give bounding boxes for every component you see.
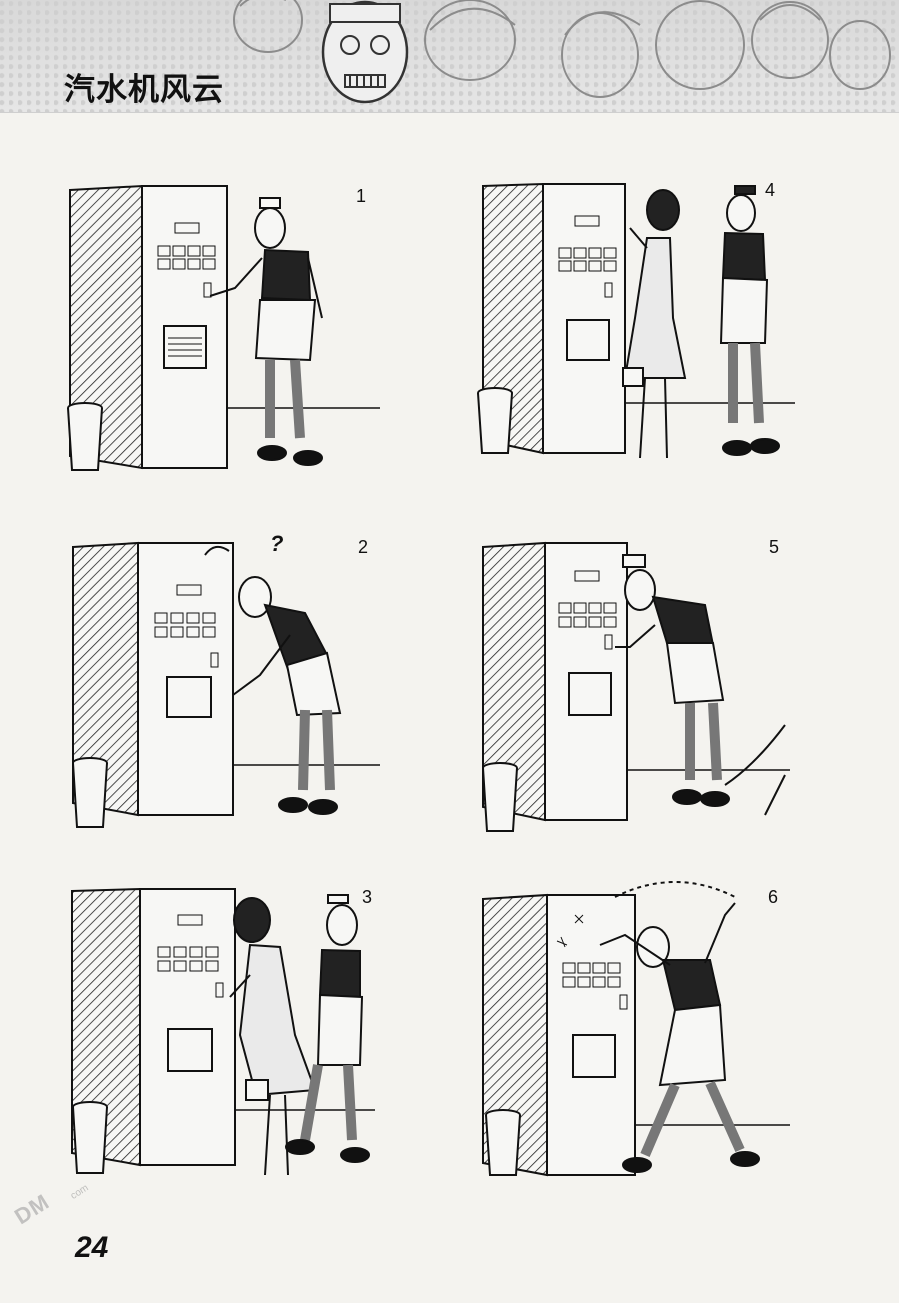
header-faces-illustration (233, 0, 891, 104)
panel-number-6: 6 (768, 887, 779, 907)
comic-panel-2: ? 2 (65, 531, 395, 845)
page-title: 汽水机风云 (64, 72, 224, 108)
trash-can-icon (72, 757, 108, 828)
comic-panel-1: 1 (60, 178, 390, 488)
question-mark: ? (270, 531, 284, 556)
man-figure-icon (719, 185, 780, 456)
panel-5-illustration (482, 541, 790, 832)
comic-panel-3: 3 (60, 885, 390, 1195)
panel-number-5: 5 (769, 537, 780, 557)
panel-6-illustration (482, 881, 790, 1177)
panel-3-illustration (71, 887, 375, 1176)
comic-panel-5: 5 (475, 535, 805, 845)
panel-number-4: 4 (765, 180, 776, 200)
trash-can-icon (482, 762, 518, 832)
vending-machine-icon (72, 541, 234, 817)
page-number: 24 (75, 1231, 109, 1264)
trash-can-icon (72, 1101, 108, 1174)
vending-machine-icon (482, 182, 626, 455)
vending-machine-icon (71, 887, 236, 1167)
panel-number-1: 1 (356, 186, 367, 206)
panel-number-3: 3 (362, 887, 373, 907)
vending-machine-icon (482, 893, 636, 1177)
page-header-banner: 汽水机风云 (0, 0, 899, 113)
trash-can-icon (485, 1109, 521, 1176)
trash-can-icon (477, 387, 513, 454)
comic-panel-6: 6 (475, 881, 805, 1195)
panel-4-illustration (477, 182, 795, 459)
man-figure-icon (285, 894, 370, 1163)
woman-figure-icon (622, 189, 687, 459)
comic-panel-4: 4 (475, 178, 805, 488)
panel-number-2: 2 (358, 537, 369, 557)
watermark-domain-text: com (68, 1182, 91, 1202)
man-figure-icon (599, 881, 760, 1173)
trash-can-icon (67, 402, 103, 471)
vending-machine-icon (482, 541, 628, 822)
watermark-logo-text: DM (10, 1188, 54, 1230)
panel-2-illustration (72, 541, 380, 828)
panel-1-illustration (67, 184, 380, 471)
man-figure-icon (615, 554, 730, 807)
vending-machine-icon (69, 184, 228, 470)
man-figure-icon (204, 545, 342, 815)
man-figure-icon (209, 197, 323, 466)
woman-figure-icon (229, 897, 317, 1176)
